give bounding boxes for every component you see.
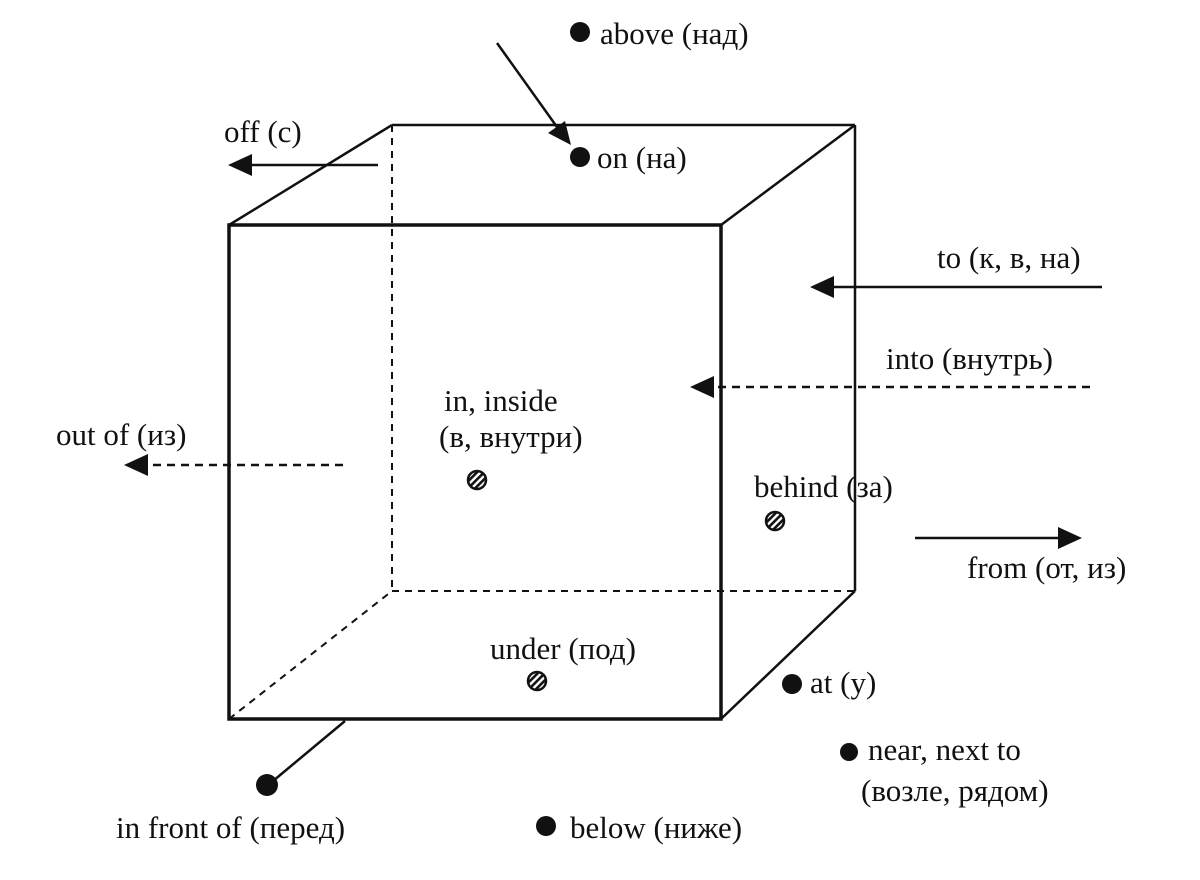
cube-front-face [227,223,723,721]
label-to: to (к, в, на) [937,240,1081,275]
above-pointer-arrow [495,42,571,145]
near-solid-dot-icon [840,743,858,761]
label-behind: behind (за) [754,469,893,504]
cube [227,123,857,721]
label-below: below (ниже) [570,810,742,845]
cube-hidden-edge-bottom-left [228,590,393,720]
label-off: off (с) [224,114,302,149]
label-from: from (от, из) [967,550,1126,585]
label-near-line2: (возле, рядом) [861,773,1049,808]
label-in-inside-line2: (в, внутри) [439,419,583,454]
label-near-line1: near, next to [868,732,1021,767]
label-in-inside-line1: in, inside [444,383,558,418]
below-solid-dot-icon [536,816,556,836]
on-solid-dot-icon [570,147,590,167]
at-solid-dot-icon [782,674,802,694]
label-under: under (под) [490,631,636,666]
label-above: above (над) [600,16,749,51]
cube-edge-bottom-right [720,590,856,720]
label-on: on (на) [597,140,687,175]
out-of-arrow [124,454,343,476]
cube-edge-top-right [720,123,856,227]
in-front-of-solid-dot-icon [256,774,278,796]
label-at: at (у) [810,665,876,700]
to-arrow [810,276,1102,298]
label-in-front-of: in front of (перед) [116,810,345,845]
above-solid-dot-icon [570,22,590,42]
off-arrow [228,154,378,176]
in-inside-hatched-dot-icon [466,469,488,491]
in-front-of-pointer-line [272,720,346,782]
label-out-of: out of (из) [56,417,186,452]
into-arrow [690,376,1090,398]
cube-edge-top-left [228,123,393,227]
behind-hatched-dot-icon [764,510,786,532]
under-hatched-dot-icon [526,670,548,692]
label-into: into (внутрь) [886,341,1053,376]
from-arrow [915,527,1082,549]
